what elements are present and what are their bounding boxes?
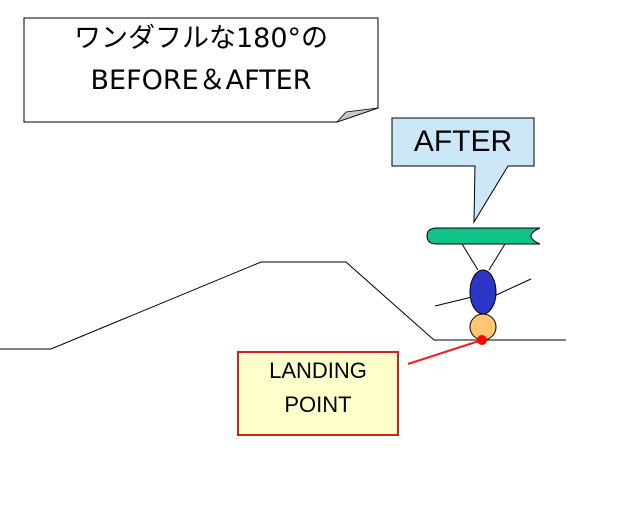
- skier-body: [469, 269, 497, 315]
- landing-point-marker: [477, 335, 487, 345]
- landing-callout-text: LANDING POINT: [238, 354, 398, 422]
- landing-pointer-line: [407, 339, 483, 365]
- arm-right: [493, 278, 532, 297]
- ski-strap-left: [461, 243, 479, 271]
- title-line-1: ワンダフルな180°の: [73, 23, 329, 54]
- title-line-2: BEFORE＆AFTER: [90, 65, 312, 96]
- after-label: AFTER: [413, 125, 513, 158]
- terrain-line: [0, 261, 566, 350]
- ski-strap-right: [488, 243, 506, 271]
- after-callout-bubble: [391, 117, 535, 224]
- title-callout-fold: [335, 107, 379, 123]
- landing-line-2: POINT: [284, 392, 352, 417]
- arm-left: [434, 296, 473, 307]
- landing-callout-box: [237, 351, 399, 436]
- ski-board: [426, 227, 541, 245]
- landing-line-1: LANDING: [269, 358, 367, 383]
- title-callout-text: ワンダフルな180°の BEFORE＆AFTER: [24, 18, 378, 102]
